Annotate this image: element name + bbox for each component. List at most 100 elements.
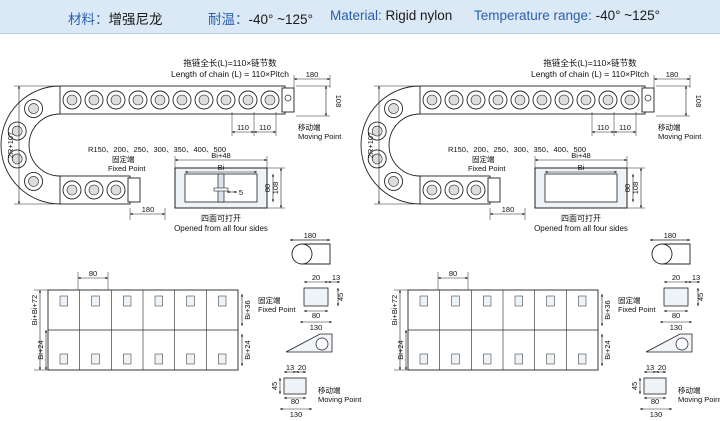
label-dim-110: 110 <box>259 123 271 132</box>
crossbar <box>123 295 132 307</box>
label-dim-108: 108 <box>271 182 280 195</box>
bracket-eye <box>675 337 689 351</box>
label-dim-80: 80 <box>312 311 320 320</box>
chain-link-pin <box>66 94 78 106</box>
bracket-body <box>302 243 331 265</box>
crossbar <box>578 295 587 307</box>
crossbar <box>59 353 68 365</box>
label-dim-80: 80 <box>263 184 272 192</box>
chain-link-pin <box>580 94 592 106</box>
label-dim-108: 108 <box>694 95 703 108</box>
crossbar <box>186 295 195 307</box>
label-dim-20: 20 <box>658 363 666 372</box>
chain-link-pin <box>28 103 39 114</box>
label-dim-20: 20 <box>298 363 306 372</box>
crossbar <box>154 295 163 307</box>
chain-link-pin <box>66 184 78 196</box>
chain-link-pin <box>264 94 276 106</box>
divider-slot <box>213 187 229 192</box>
label-bi: Bi <box>218 163 225 172</box>
label-dim-5: 5 <box>239 188 243 197</box>
chain-link-pin <box>470 94 482 106</box>
chain-link-pin <box>448 184 460 196</box>
crossbar <box>419 295 428 307</box>
label-radius-list: R150、200、250、300、350、400、500 <box>88 145 226 154</box>
crossbar <box>514 353 523 365</box>
label-radius-list: R150、200、250、300、350、400、500 <box>448 145 586 154</box>
label-open-cn: 四面可打开 <box>201 213 241 223</box>
label-chain-length-cn: 拖链全长(L)=110×链节数 <box>183 58 277 68</box>
label-fixed-cn: 固定端 <box>472 154 495 164</box>
label-dim-2r107: 2R+107 <box>366 132 375 158</box>
crossbar <box>91 353 100 365</box>
label-dim-180: 180 <box>142 205 155 214</box>
crossbar <box>419 353 428 365</box>
crossbar <box>578 353 587 365</box>
label-bi-24: Bi+24 <box>396 340 405 359</box>
label-moving-cn: 移动端 <box>678 385 701 395</box>
chain-link-pin <box>198 94 210 106</box>
fixed-end-bracket <box>127 177 141 203</box>
label-dim-13: 13 <box>646 363 654 372</box>
label-dim-45: 45 <box>270 382 279 390</box>
label-moving-en: Moving Point <box>678 395 720 404</box>
label-chain-length-en: Length of chain (L) = 110×Pitch <box>171 69 289 79</box>
moving-block <box>283 377 307 395</box>
bracket-eye <box>651 243 673 265</box>
crossbar <box>59 295 68 307</box>
label-dim-20: 20 <box>672 273 680 282</box>
moving-end-bracket <box>641 87 655 113</box>
label-dim-13: 13 <box>286 363 294 372</box>
label-bi-bi72: Bi+Bi+72 <box>30 295 39 325</box>
bracket-eye <box>315 337 329 351</box>
chain-link-pin <box>110 94 122 106</box>
label-dim-180: 180 <box>664 231 677 240</box>
crossbar <box>218 295 227 307</box>
chain-link-pin <box>28 176 39 187</box>
crossbar <box>91 295 100 307</box>
label-bi-36: Bi+36 <box>603 300 612 319</box>
chain-link-pin <box>602 94 614 106</box>
bracket-eye <box>291 243 313 265</box>
bracket-body <box>662 243 691 265</box>
cross-section-inner <box>544 173 618 203</box>
chain-link-pin <box>242 94 254 106</box>
label-fixed-en: Fixed Point <box>258 305 296 314</box>
crossbar <box>186 353 195 365</box>
label-dim-130: 130 <box>650 410 663 419</box>
crossbar <box>218 353 227 365</box>
chain-link-pin <box>220 94 232 106</box>
chain-link-pin <box>88 184 100 196</box>
crossbar <box>123 353 132 365</box>
bracket-hole <box>644 94 652 102</box>
label-moving-en: Moving Point <box>658 132 702 141</box>
crossbar <box>451 295 460 307</box>
label-fixed-en: Fixed Point <box>618 305 656 314</box>
label-dim-180: 180 <box>666 70 679 79</box>
label-dim-45: 45 <box>696 293 705 301</box>
chain-bend-inner <box>388 113 421 177</box>
material-cn: 材料：增强尼龙 <box>68 12 163 27</box>
label-dim-80: 80 <box>291 397 299 406</box>
label-dim-108: 108 <box>334 95 343 108</box>
label-dim-108: 108 <box>631 182 640 195</box>
label-open-en: Opened from all four sides <box>534 224 628 233</box>
label-dim-180: 180 <box>502 205 515 214</box>
label-dim-130: 130 <box>290 410 303 419</box>
label-dim-80: 80 <box>89 269 97 278</box>
chain-link-pin <box>388 103 399 114</box>
fixed-block <box>663 287 689 307</box>
moving-block <box>643 377 667 395</box>
label-dim-110: 110 <box>237 123 249 132</box>
label-moving-cn: 移动端 <box>298 122 321 132</box>
label-fixed-cn: 固定端 <box>618 295 641 305</box>
moving-end-bracket <box>281 87 295 113</box>
label-bi-48: Bi+48 <box>571 151 590 160</box>
label-dim-20: 20 <box>312 273 320 282</box>
label-dim-80: 80 <box>449 269 457 278</box>
spec-header-bar: 材料：增强尼龙 耐温：-40° ~125° Material: Rigid ny… <box>0 0 720 34</box>
chain-link-pin <box>110 184 122 196</box>
chain-link-pin <box>88 94 100 106</box>
